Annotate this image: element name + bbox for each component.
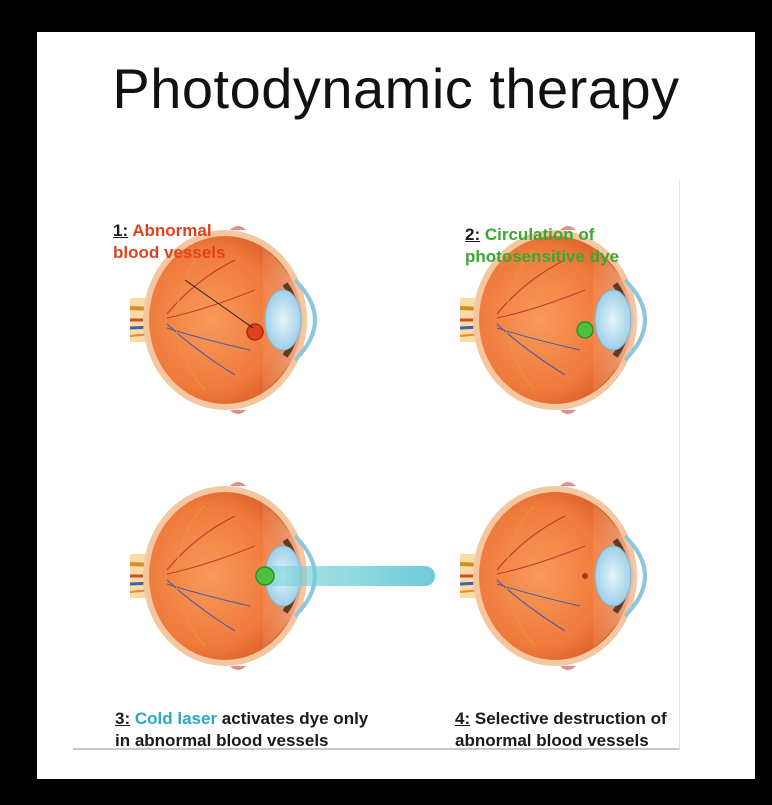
diagram-area: 1: Abnormal blood vessels 2: Circulation… (73, 180, 680, 750)
cold-laser-beam (263, 566, 435, 586)
caption-4-line2: abnormal blood vessels (455, 731, 649, 750)
caption-panel-1: 1: Abnormal blood vessels (113, 220, 225, 264)
abnormal-vessels-lesion (247, 324, 263, 340)
caption-3-rest-line2: in abnormal blood vessels (115, 731, 329, 750)
caption-1-highlight: Abnormal (132, 221, 211, 240)
caption-3-highlight: Cold laser (135, 709, 217, 728)
slide-title: Photodynamic therapy (37, 54, 755, 124)
caption-3-number: 3: (115, 709, 130, 728)
eye-panel-4 (460, 482, 645, 670)
caption-4-line1: Selective destruction of (475, 709, 667, 728)
eye-panel-3 (130, 482, 435, 670)
caption-1-rest: blood vessels (113, 243, 225, 262)
dye-circulation-spot (577, 322, 593, 338)
caption-3-rest-line1: activates dye only (222, 709, 368, 728)
caption-1-number: 1: (113, 221, 128, 240)
caption-panel-4: 4: Selective destruction of abnormal blo… (455, 708, 667, 752)
caption-panel-3: 3: Cold laser activates dye only in abno… (115, 708, 368, 752)
destroyed-vessel-spot (582, 573, 588, 579)
activated-dye-spot (256, 567, 274, 585)
caption-4-number: 4: (455, 709, 470, 728)
caption-panel-2: 2: Circulation of photosensitive dye (465, 224, 619, 268)
caption-2-number: 2: (465, 225, 480, 244)
caption-2-rest: photosensitive dye (465, 247, 619, 266)
slide: Photodynamic therapy (37, 32, 755, 779)
caption-2-highlight: Circulation of (485, 225, 595, 244)
